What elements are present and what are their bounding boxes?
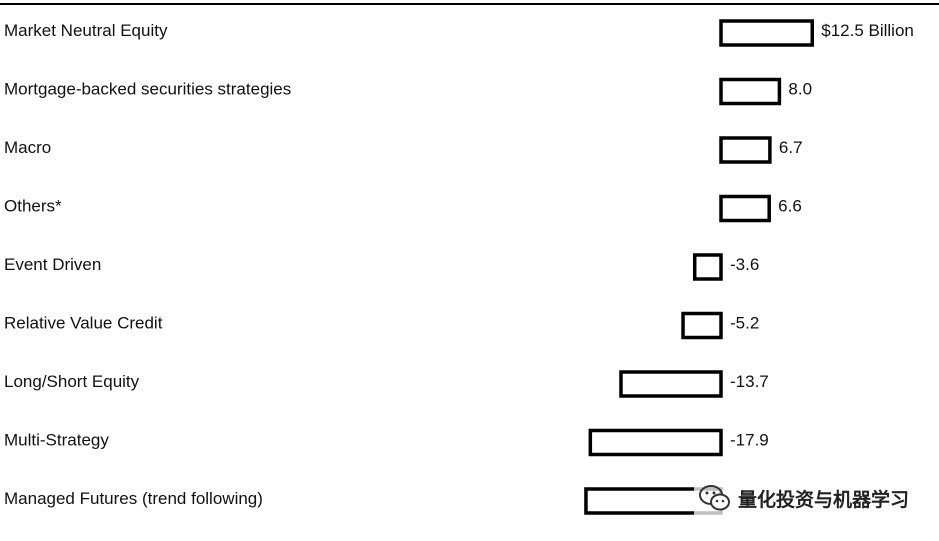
category-label: Relative Value Credit <box>4 314 163 333</box>
value-label: -17.9 <box>730 431 769 450</box>
value-label: -5.2 <box>730 314 759 333</box>
watermark-text: 量化投资与机器学习 <box>737 488 909 511</box>
category-label: Event Driven <box>4 255 101 274</box>
value-label: $12.5 Billion <box>821 21 914 40</box>
wechat-icon <box>698 485 730 511</box>
category-label: Managed Futures (trend following) <box>4 489 263 508</box>
category-label: Macro <box>4 138 51 157</box>
bars: Market Neutral Equity $12.5 BillionMortga… <box>4 19 914 515</box>
bar <box>719 19 814 47</box>
bar <box>681 311 723 340</box>
category-label: Mortgage-backed securities strategies <box>4 80 291 99</box>
value-label: -3.6 <box>730 255 759 274</box>
value-label: -13.7 <box>730 372 769 391</box>
value-label: 8.0 <box>788 80 812 99</box>
value-label: 6.6 <box>778 197 802 216</box>
category-label: Others* <box>4 197 62 216</box>
bar <box>719 77 782 106</box>
bar <box>692 253 723 281</box>
bar <box>588 428 723 457</box>
bar <box>619 370 723 398</box>
category-label: Market Neutral Equity <box>4 21 168 40</box>
category-label: Multi-Strategy <box>4 431 109 450</box>
watermark: 量化投资与机器学习 <box>693 481 913 515</box>
category-label: Long/Short Equity <box>4 372 140 391</box>
bar <box>719 136 772 164</box>
value-label: 6.7 <box>779 138 803 157</box>
bar <box>719 194 771 223</box>
